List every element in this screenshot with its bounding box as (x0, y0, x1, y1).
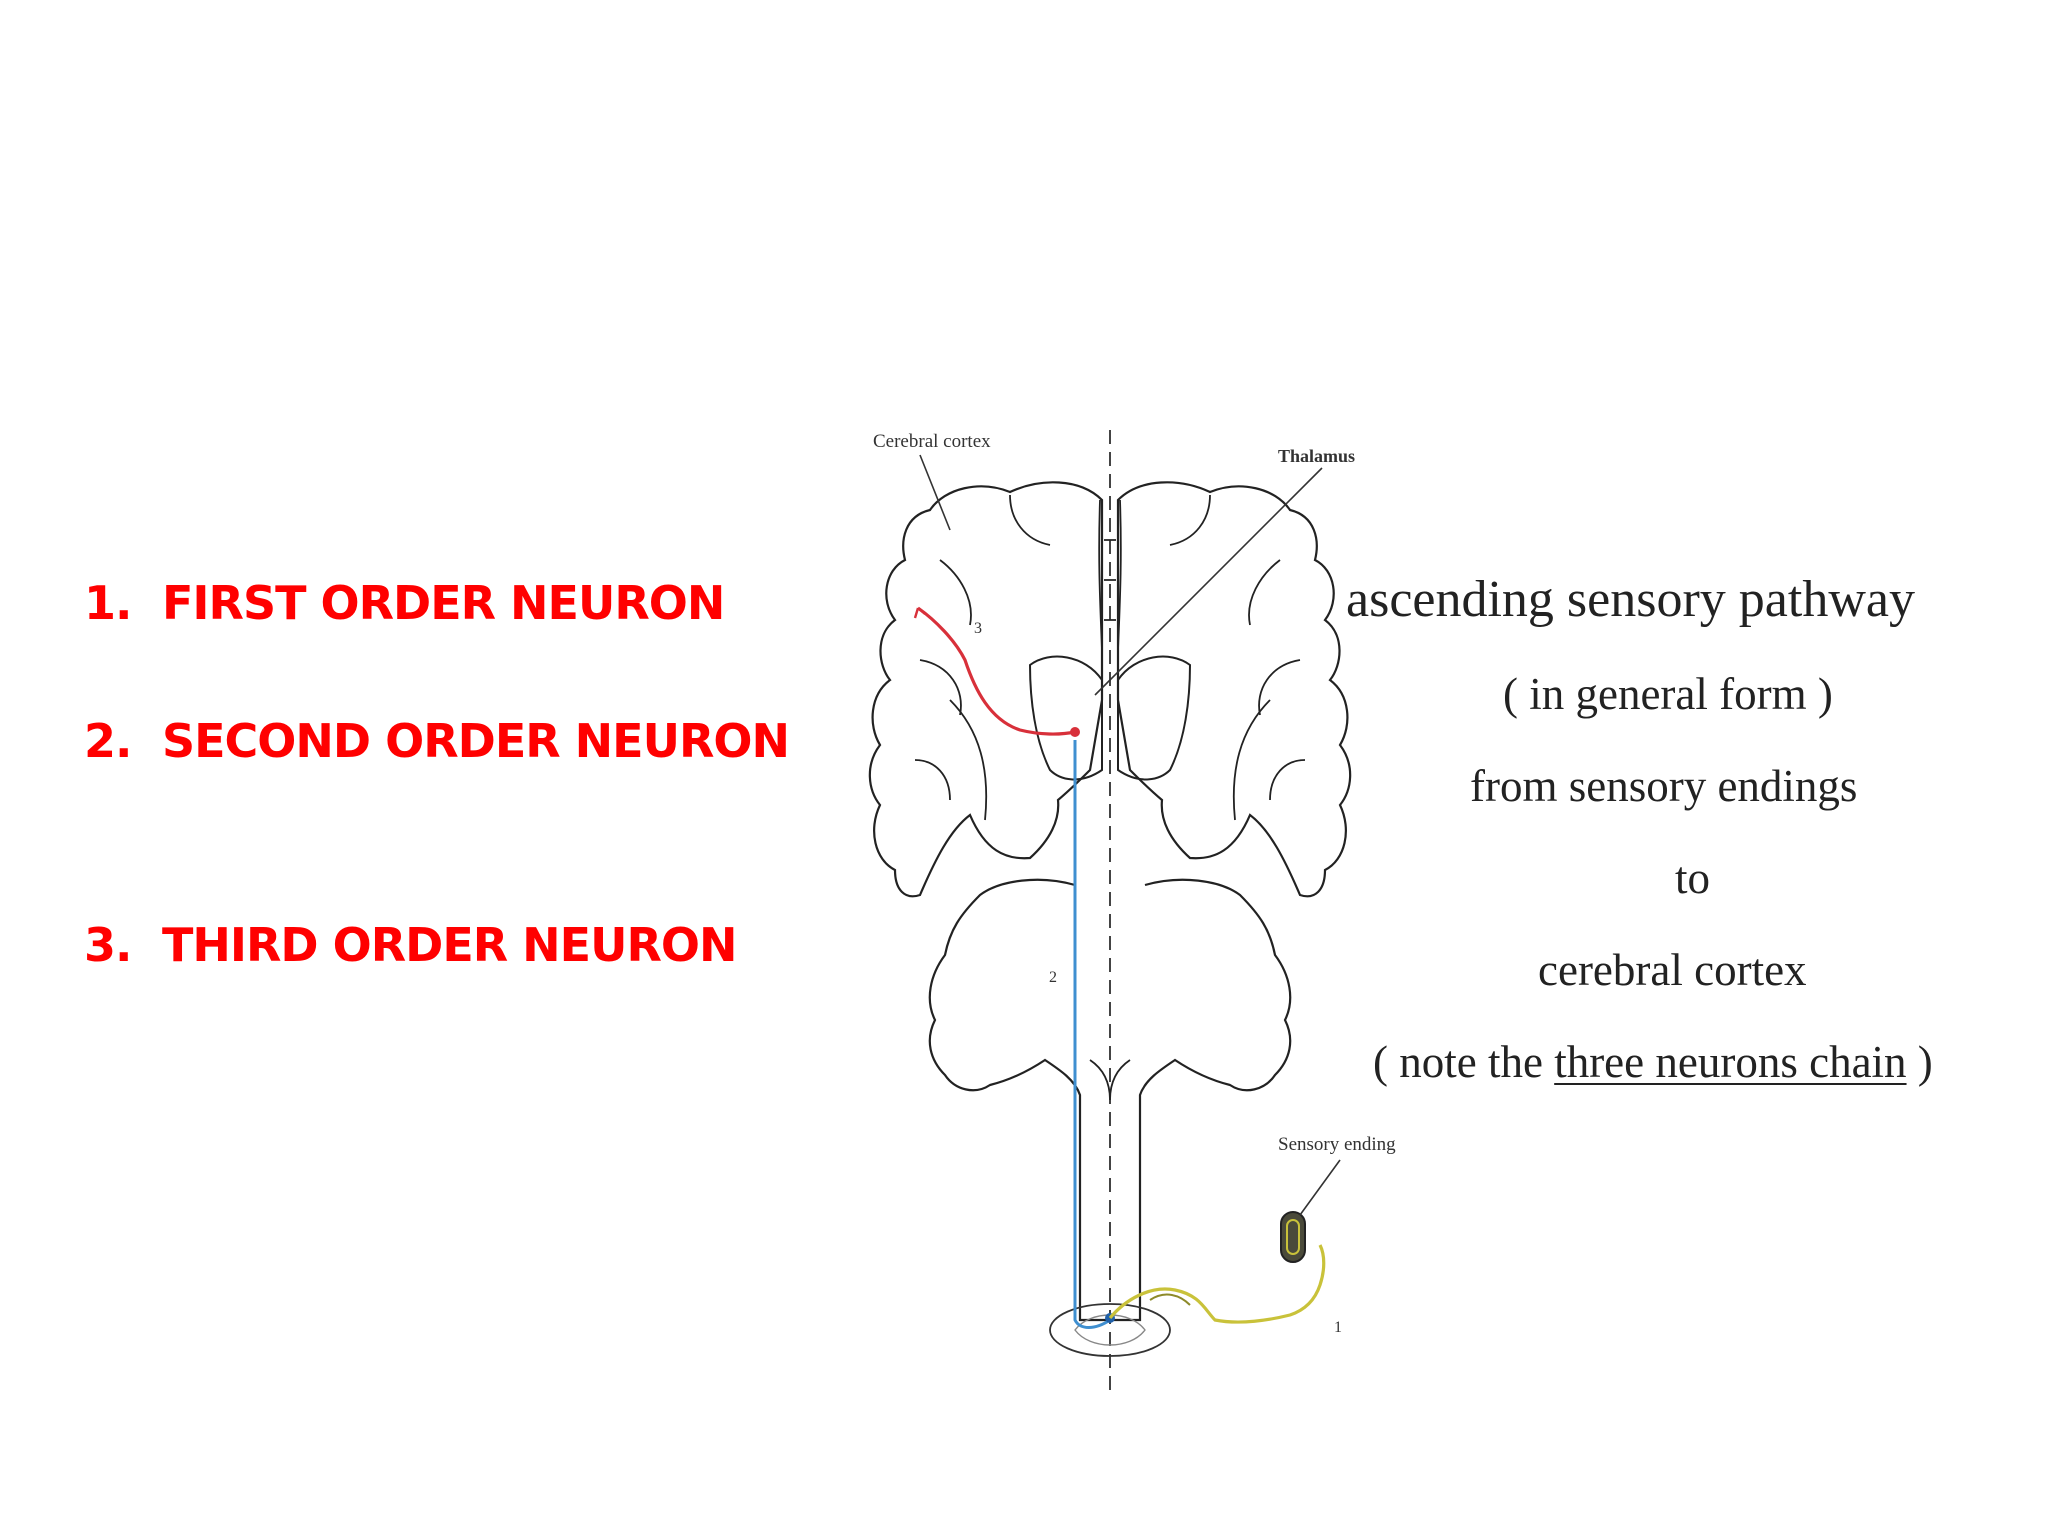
list-label: THIRD ORDER NEURON (162, 918, 737, 972)
caption-line-4: to (1675, 853, 1711, 903)
thalamus-label: Thalamus (1278, 446, 1355, 466)
list-number: 3. (84, 918, 132, 972)
list-item-first-order: 1. FIRST ORDER NEURON (84, 576, 725, 630)
longitudinal-fissure (1098, 499, 1122, 651)
third-order-neuron-path (917, 606, 1076, 736)
cerebral-cortex-leader (919, 454, 951, 531)
cerebrum-left-outline (868, 481, 1104, 898)
caption-line-6-prefix: ( note the (1373, 1037, 1555, 1087)
sensory-ending-leader (1299, 1159, 1341, 1216)
caption-line-2: ( in general form ) (1503, 669, 1833, 719)
neuron-1-label: 1 (1334, 1319, 1342, 1336)
first-order-neuron-path (1108, 1244, 1326, 1324)
spinal-cord-section (1049, 1303, 1171, 1357)
neuron-3-label: 3 (974, 620, 982, 637)
list-number: 2. (84, 714, 132, 768)
thalamus-relay-dot (1070, 727, 1080, 737)
list-label: SECOND ORDER NEURON (162, 714, 790, 768)
caption-line-5: cerebral cortex (1538, 945, 1807, 995)
cerebrum-right-outline (1116, 481, 1352, 898)
lateral-ventricle-left (949, 699, 988, 821)
thalamus-leader (1094, 467, 1323, 696)
brainstem-fold (1089, 1059, 1131, 1101)
caption-three-neurons-chain: three neurons chain (1554, 1037, 1907, 1087)
neuron-2-label: 2 (1049, 969, 1057, 986)
cerebral-cortex-label: Cerebral cortex (873, 431, 991, 452)
caption-line-6-suffix: ) (1906, 1037, 1933, 1087)
spinal-grey-matter (1074, 1314, 1146, 1346)
dorsal-root-ganglion (1149, 1293, 1191, 1306)
gyri-folds (914, 494, 1306, 801)
list-item-second-order: 2. SECOND ORDER NEURON (84, 714, 790, 768)
caption-line-1: ascending sensory pathway (1346, 571, 1915, 628)
list-number: 1. (84, 576, 132, 630)
list-item-third-order: 3. THIRD ORDER NEURON (84, 918, 737, 972)
caption-line-3: from sensory endings (1470, 761, 1858, 811)
second-order-neuron-path (1073, 740, 1111, 1329)
sensory-ending-label: Sensory ending (1278, 1134, 1396, 1155)
third-order-neuron-terminal (913, 607, 926, 619)
thalamus-shape (1028, 655, 1192, 781)
caption-line-6: ( note the three neurons chain ) (1373, 1036, 1933, 1088)
lateral-ventricle-right (1232, 699, 1271, 821)
sensory-ending-inner (1286, 1219, 1300, 1255)
list-label: FIRST ORDER NEURON (162, 576, 725, 630)
